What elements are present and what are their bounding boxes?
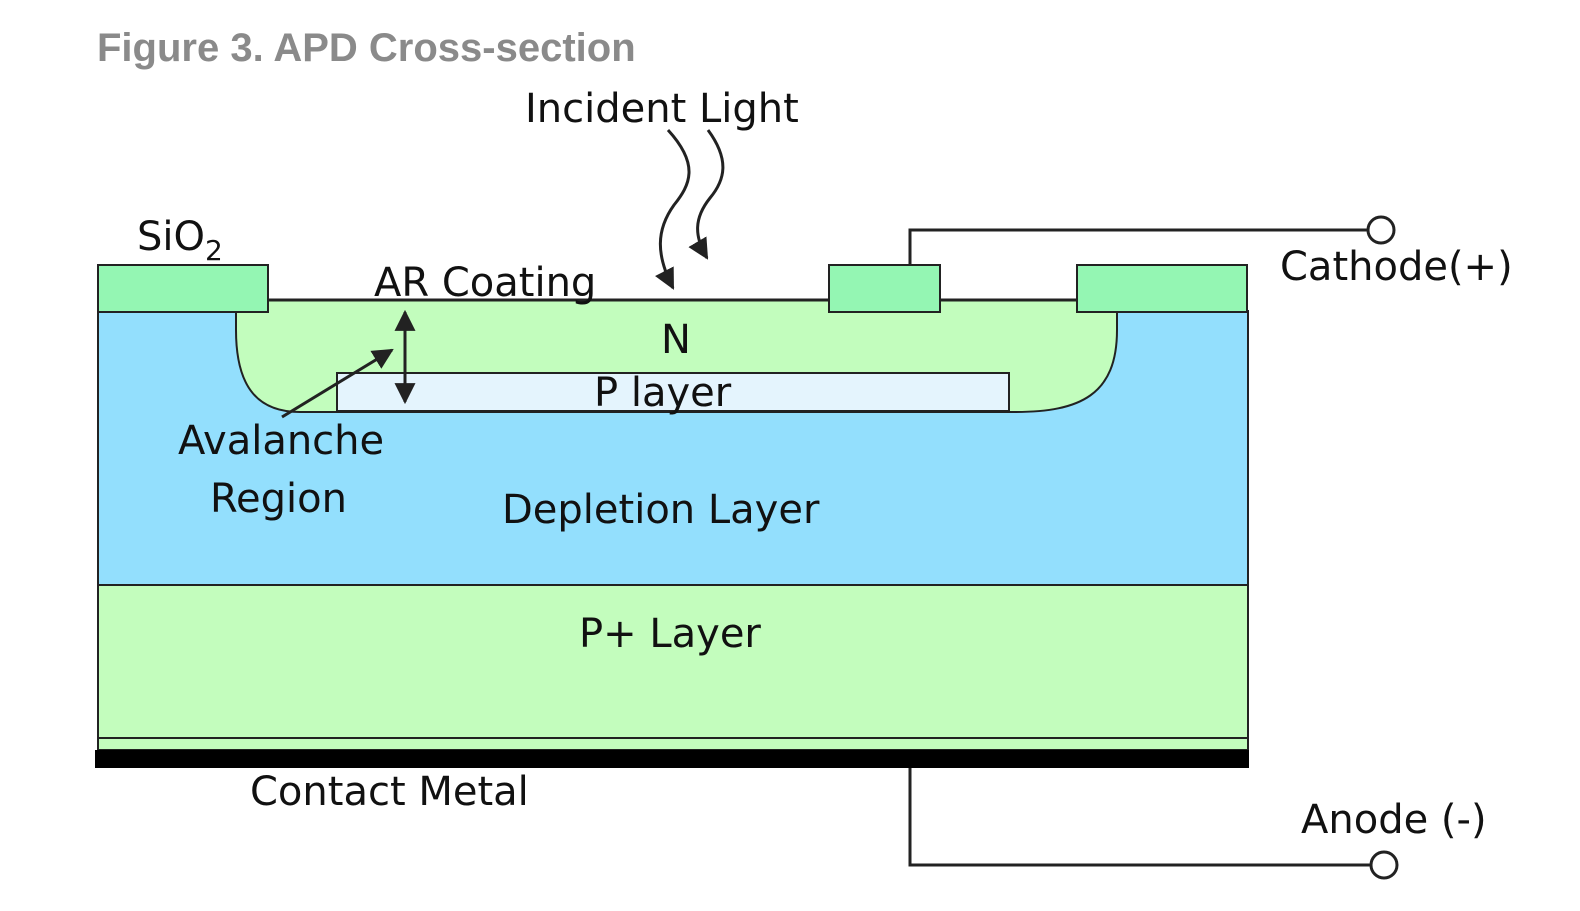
incident-light-arrow-1 (655, 128, 691, 290)
sio2-label-main: SiO (137, 214, 205, 260)
ar-coating-label: AR Coating (374, 260, 596, 306)
cathode-contact-block (828, 264, 941, 313)
avalanche-pointer-arrow (281, 348, 394, 419)
incident-light-label: Incident Light (525, 86, 799, 132)
anode-label: Anode (-) (1301, 797, 1487, 843)
cathode-label: Cathode(+) (1280, 244, 1513, 290)
anode-terminal (1369, 850, 1399, 880)
sio2-label-subscript: 2 (205, 234, 223, 267)
avalanche-region-label-line1: Avalanche (178, 418, 384, 464)
figure-title: Figure 3. APD Cross-section (97, 26, 636, 70)
p-plus-layer-region (97, 584, 1249, 751)
cathode-wire (908, 228, 1368, 265)
avalanche-region-label-line2: Region (210, 476, 347, 522)
contact-metal-label: Contact Metal (250, 769, 529, 815)
p-layer-region (336, 372, 1010, 412)
contact-metal-bar (95, 750, 1249, 768)
incident-light-arrow-2 (688, 129, 725, 260)
sio2-label: SiO2 (137, 214, 223, 267)
p-plus-layer-label: P+ Layer (579, 611, 761, 657)
n-region-label: N (661, 317, 691, 363)
p-layer-label: P layer (594, 370, 732, 416)
sio2-block-left (97, 264, 269, 313)
cathode-terminal (1366, 215, 1396, 245)
depletion-layer-label: Depletion Layer (502, 487, 820, 533)
sio2-block-right (1076, 264, 1248, 313)
anode-wire (908, 768, 1371, 867)
